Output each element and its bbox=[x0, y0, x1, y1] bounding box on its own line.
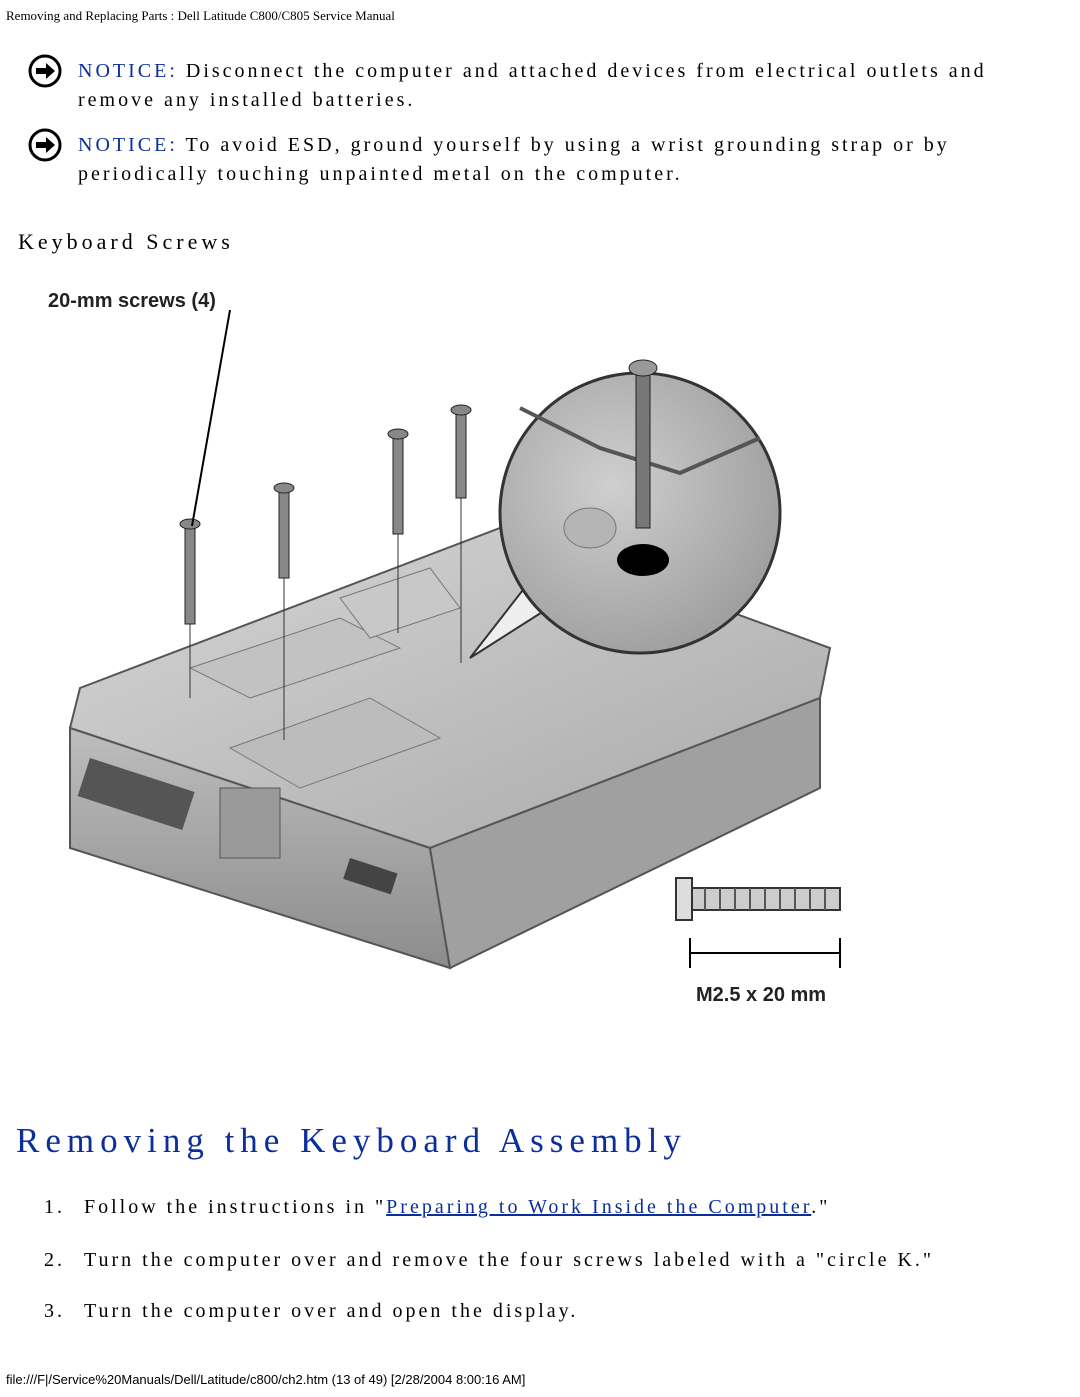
step-text: Follow the instructions in " bbox=[84, 1196, 387, 1218]
notice-esd: NOTICE: To avoid ESD, ground yourself by… bbox=[28, 128, 1048, 189]
notice-label: NOTICE: bbox=[78, 134, 178, 156]
step-number: 2. bbox=[44, 1249, 65, 1271]
screw-dimension-label: M2.5 x 20 mm bbox=[696, 984, 827, 1006]
page-header: Removing and Replacing Parts : Dell Lati… bbox=[6, 8, 395, 23]
notice-text-cont: periodically touching unpainted metal on… bbox=[78, 163, 683, 185]
notice-icon bbox=[28, 54, 62, 88]
step-text: ." bbox=[811, 1196, 831, 1218]
step-3: 3. Turn the computer over and open the di… bbox=[44, 1300, 578, 1323]
notice-label: NOTICE: bbox=[78, 60, 178, 82]
step-number: 3. bbox=[44, 1300, 65, 1322]
step-2: 2. Turn the computer over and remove the … bbox=[44, 1249, 934, 1272]
notice-disconnect: NOTICE: Disconnect the computer and atta… bbox=[28, 54, 1048, 115]
step-text: Turn the computer over and open the disp… bbox=[84, 1300, 579, 1322]
figure-heading: Keyboard Screws bbox=[18, 229, 234, 254]
screws-callout: 20-mm screws (4) bbox=[48, 290, 216, 312]
notice-text: To avoid ESD, ground yourself by using a… bbox=[185, 134, 950, 156]
page-footer: file:///F|/Service%20Manuals/Dell/Latitu… bbox=[6, 1372, 526, 1387]
notice-text: Disconnect the computer and attached dev… bbox=[185, 60, 987, 82]
preparing-link[interactable]: Preparing to Work Inside the Computer bbox=[386, 1196, 812, 1218]
step-1: 1. Follow the instructions in "Preparing … bbox=[44, 1196, 830, 1219]
step-text: Turn the computer over and remove the fo… bbox=[84, 1249, 935, 1271]
step-number: 1. bbox=[44, 1196, 65, 1218]
laptop-bottom-illustration bbox=[68, 309, 841, 970]
section-title: Removing the Keyboard Assembly bbox=[16, 1121, 687, 1160]
notice-icon bbox=[28, 128, 62, 162]
notice-text-cont: remove any installed batteries. bbox=[78, 89, 416, 111]
